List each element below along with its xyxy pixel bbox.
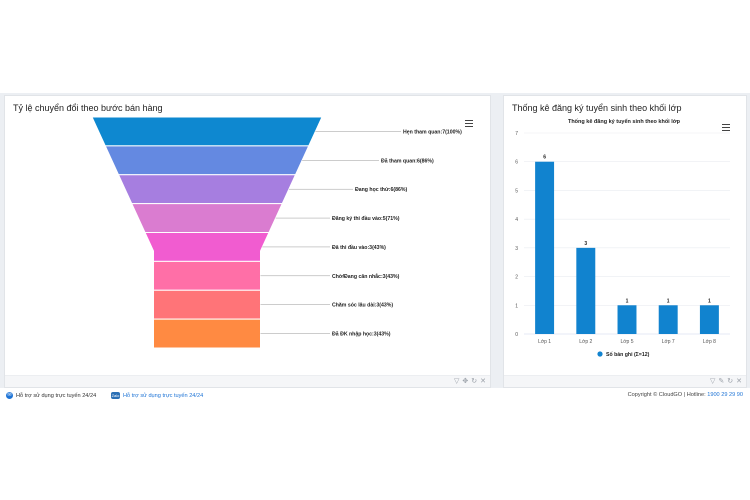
funnel-segment[interactable] [153, 318, 261, 349]
funnel-widget-title: Tỷ lệ chuyển đổi theo bước bán hàng [13, 103, 163, 113]
filter-icon[interactable]: ▽ [709, 378, 716, 385]
funnel-segment[interactable] [117, 174, 297, 205]
chart-menu-icon[interactable] [722, 124, 730, 131]
move-icon[interactable]: ✥ [462, 378, 469, 385]
zalo-icon: Zalo [111, 392, 120, 399]
bar[interactable] [658, 305, 678, 334]
x-tick-label: Lớp 7 [662, 339, 675, 345]
funnel-chart: Hẹn tham quan:7(100%) Đã tham quan:6(86%)… [91, 116, 462, 349]
enrollment-widget-footer: ▽ ✎ ↻ ✕ [504, 375, 746, 387]
funnel-data-label: Đã thi đầu vào:3(43%) [332, 245, 386, 251]
y-tick-label: 1 [515, 303, 518, 309]
enrollment-bar-chart: Thống kê đăng ký tuyển sinh theo khối lớ… [515, 118, 730, 358]
y-tick-label: 6 [515, 160, 518, 166]
chart-title: Thống kê đăng ký tuyển sinh theo khối lớ… [568, 118, 681, 125]
bar-data-label: 6 [543, 155, 546, 161]
messenger-icon: ✉ [6, 392, 13, 399]
y-tick-label: 0 [515, 332, 518, 338]
support-link-messenger[interactable]: ✉ Hỗ trợ sử dụng trực tuyến 24/24 [6, 392, 96, 399]
bar[interactable] [576, 247, 596, 334]
hotline-link[interactable]: 1900 29 29 90 [707, 392, 743, 398]
bar[interactable] [535, 161, 555, 334]
y-tick-label: 2 [515, 275, 518, 281]
page-footer: ✉ Hỗ trợ sử dụng trực tuyến 24/24 Zalo H… [0, 390, 750, 402]
y-tick-label: 3 [515, 246, 518, 252]
funnel-data-label: Chờ/Đang cân nhắc:3(43%) [332, 273, 400, 280]
funnel-data-label: Hẹn tham quan:7(100%) [403, 129, 462, 135]
funnel-data-label: Đang học thử:6(86%) [355, 187, 407, 193]
x-tick-label: Lớp 2 [579, 339, 592, 345]
funnel-segment[interactable] [130, 203, 284, 233]
copyright: Copyright © CloudGO | Hotline: 1900 29 2… [628, 392, 743, 398]
funnel-segment[interactable] [91, 116, 323, 147]
close-icon[interactable]: ✕ [736, 378, 742, 385]
bar-data-label: 1 [708, 298, 711, 304]
support-link-zalo[interactable]: Zalo Hỗ trợ sử dụng trực tuyến 24/24 [111, 392, 203, 399]
funnel-data-label: Đăng ký thi đầu vào:5(71%) [332, 216, 400, 222]
funnel-widget: Tỷ lệ chuyển đổi theo bước bán hàng Hẹn … [4, 95, 491, 388]
support-label-1: Hỗ trợ sử dụng trực tuyến 24/24 [16, 392, 97, 399]
copyright-text: Copyright © CloudGO | Hotline: [627, 392, 706, 398]
bar-data-label: 1 [626, 298, 629, 304]
legend-marker[interactable] [597, 351, 603, 357]
funnel-menu-icon[interactable] [465, 120, 473, 127]
edit-icon[interactable]: ✎ [718, 378, 725, 385]
legend-label[interactable]: Số bản ghi (Σ=12) [606, 351, 650, 358]
x-tick-label: Lớp 1 [538, 339, 551, 345]
close-icon[interactable]: ✕ [480, 378, 486, 385]
bar-data-label: 1 [667, 298, 670, 304]
funnel-data-label: Đã ĐK nhập học:3(43%) [332, 332, 391, 338]
x-tick-label: Lớp 5 [620, 339, 633, 345]
support-label-2: Hỗ trợ sử dụng trực tuyến 24/24 [123, 392, 204, 399]
refresh-icon[interactable]: ↻ [727, 378, 734, 385]
bar-data-label: 3 [584, 241, 587, 247]
bar[interactable] [617, 305, 637, 334]
bar[interactable] [699, 305, 719, 334]
funnel-data-label: Đã tham quan:6(86%) [381, 158, 434, 164]
funnel-widget-footer: ▽ ✥ ↻ ✕ [5, 375, 490, 387]
filter-icon[interactable]: ▽ [453, 378, 460, 385]
funnel-segment[interactable] [153, 289, 261, 320]
funnel-segment[interactable] [153, 260, 261, 291]
funnel-segment[interactable] [144, 232, 270, 262]
funnel-segment[interactable] [104, 145, 310, 176]
enrollment-widget: Thống kê đăng ký tuyển sinh theo khối lớ… [503, 95, 747, 388]
x-tick-label: Lớp 8 [703, 339, 716, 345]
refresh-icon[interactable]: ↻ [471, 378, 478, 385]
y-tick-label: 5 [515, 188, 518, 194]
y-tick-label: 7 [515, 131, 518, 137]
y-tick-label: 4 [515, 217, 518, 223]
enrollment-widget-title: Thống kê đăng ký tuyển sinh theo khối lớ… [512, 103, 682, 113]
funnel-data-label: Chăm sóc lâu dài:3(43%) [332, 303, 393, 309]
